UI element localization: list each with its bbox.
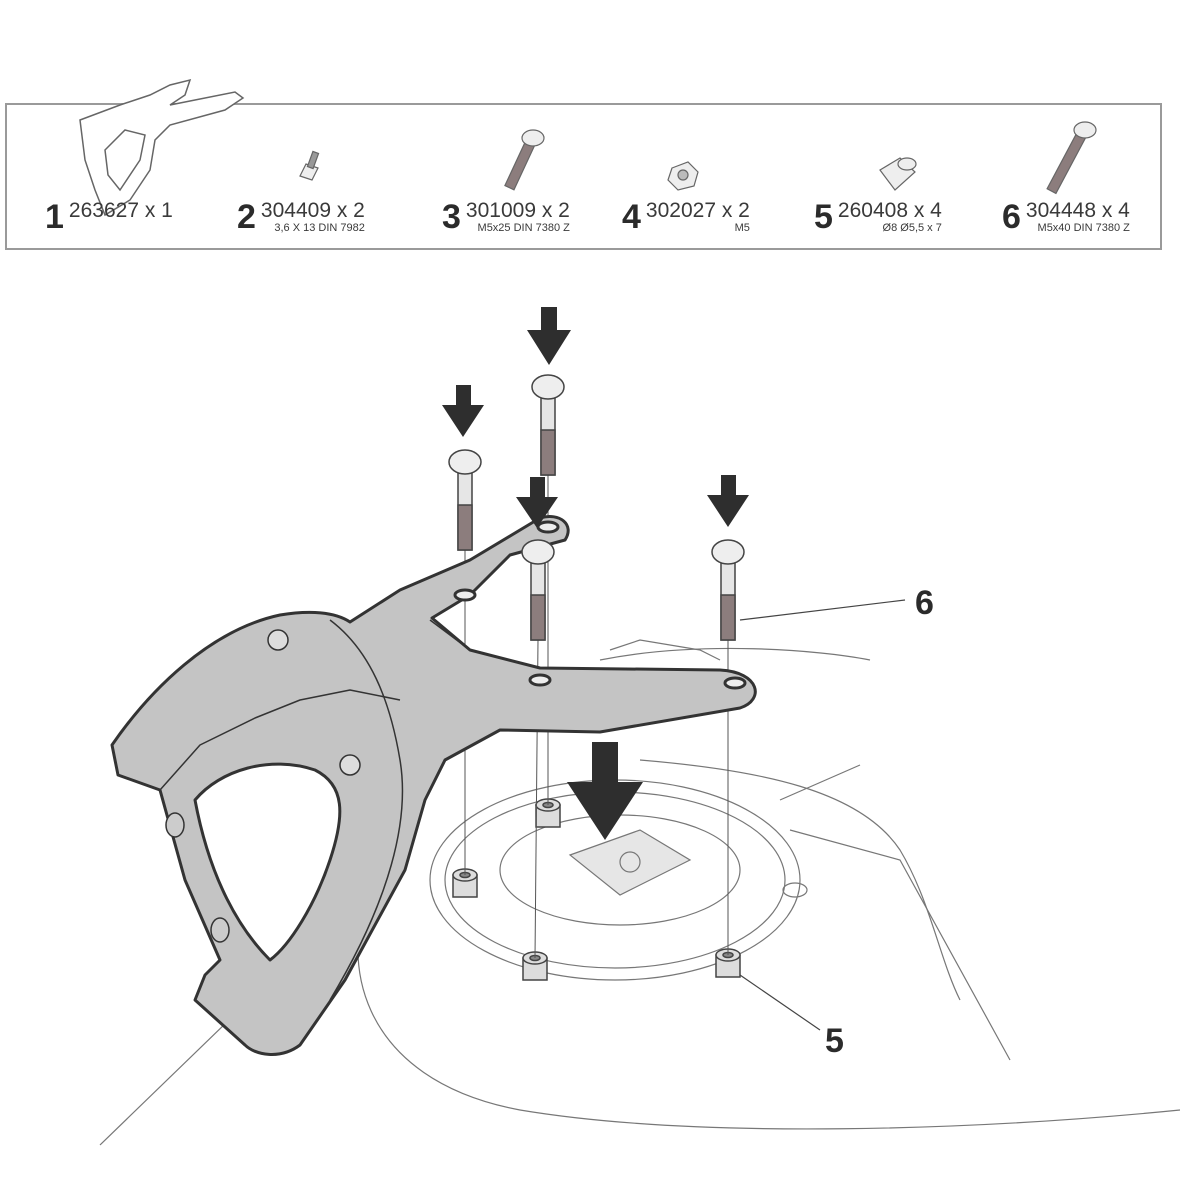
down-arrow-icon	[567, 742, 643, 840]
part-1-bracket-icon	[79, 78, 245, 217]
part-2-screw-icon	[299, 150, 320, 181]
callout-spacers: 5	[825, 1022, 844, 1060]
part-1-label: 1 263627 x 1	[45, 198, 173, 236]
part-4-nut-icon	[667, 161, 699, 191]
callout-bolts: 6	[915, 584, 934, 622]
part-6-bolt-icon	[1046, 121, 1097, 195]
parts-list-box	[5, 103, 1162, 250]
part-5-spacer-icon	[879, 157, 917, 191]
down-arrows	[442, 307, 749, 840]
down-arrow-icon	[442, 385, 484, 437]
bolt	[448, 449, 482, 551]
bolt	[521, 539, 555, 641]
down-arrow-icon	[527, 307, 571, 365]
leader-lines	[739, 599, 906, 1031]
down-arrow-icon	[707, 475, 749, 527]
bolts	[448, 374, 745, 641]
tank-ring-bracket	[110, 515, 757, 1056]
part-3-bolt-icon	[504, 129, 545, 191]
bolt	[531, 374, 565, 476]
bolt	[711, 539, 745, 641]
down-arrow-icon	[516, 477, 558, 528]
